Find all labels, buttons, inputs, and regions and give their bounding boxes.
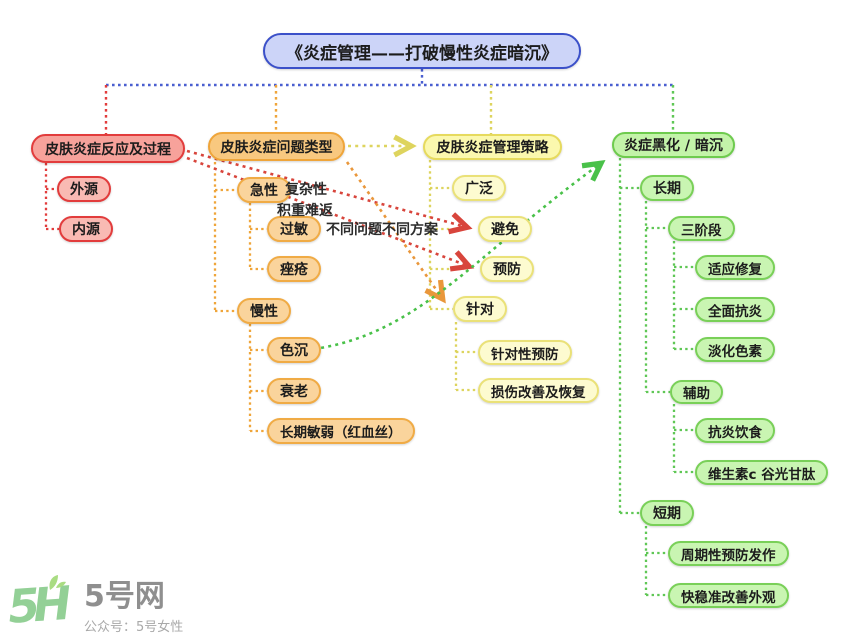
node-chronic[interactable]: 慢性 (237, 298, 291, 324)
node-management-strategy[interactable]: 皮肤炎症管理策略 (423, 134, 562, 160)
node-allergy[interactable]: 过敏 (267, 216, 321, 242)
node-targeted[interactable]: 针对 (453, 296, 507, 322)
node-long-term-sensitivity[interactable]: 长期敏弱（红血丝） (267, 418, 415, 444)
node-skin-inflammation-process[interactable]: 皮肤炎症反应及过程 (31, 134, 185, 163)
branch-orange-connectors (213, 162, 267, 433)
node-fade-pigment[interactable]: 淡化色素 (695, 337, 775, 362)
annotation-hard-to-reverse: 积重难返 (277, 203, 333, 219)
branch-green-connectors (618, 158, 695, 597)
crosslink-process-to-avoid (186, 149, 473, 235)
site-name: 5号网 (84, 578, 165, 614)
crosslink-types-to-targeted (345, 161, 446, 304)
node-prevent[interactable]: 预防 (480, 256, 534, 282)
node-external-source[interactable]: 外源 (57, 176, 111, 202)
node-long-term[interactable]: 长期 (640, 175, 694, 201)
node-periodic-prevention[interactable]: 周期性预防发作 (668, 541, 789, 566)
leaf-icon (49, 575, 66, 590)
node-targeted-prevention[interactable]: 针对性预防 (478, 340, 572, 365)
node-problem-types[interactable]: 皮肤炎症问题类型 (208, 132, 345, 161)
node-full-anti-inflammation[interactable]: 全面抗炎 (695, 297, 775, 322)
annotation-different-solutions: 不同问题不同方案 (326, 222, 438, 238)
site-logo: 5H (6, 575, 70, 638)
node-broad[interactable]: 广泛 (452, 175, 506, 201)
node-damage-repair[interactable]: 损伤改善及恢复 (478, 378, 599, 403)
branch-red-connectors (44, 163, 59, 231)
node-inflammation-darkening[interactable]: 炎症黑化 / 暗沉 (612, 132, 735, 158)
node-quick-improvement[interactable]: 快稳准改善外观 (668, 583, 789, 608)
node-avoid[interactable]: 避免 (478, 216, 532, 242)
crosslink-pigment-to-darkening (313, 160, 606, 351)
node-vitamin-c-glutathione[interactable]: 维生素c 谷光甘肽 (695, 460, 829, 485)
watermark: 5H 5号网 公众号：5号女性 (6, 575, 183, 638)
root-connectors (106, 69, 673, 87)
node-aging[interactable]: 衰老 (267, 378, 321, 404)
node-pigmentation[interactable]: 色沉 (267, 337, 321, 363)
node-adaptive-repair[interactable]: 适应修复 (695, 255, 775, 280)
node-acne[interactable]: 痤疮 (267, 256, 321, 282)
node-auxiliary[interactable]: 辅助 (670, 380, 723, 404)
annotation-complexity: 复杂性 (285, 182, 327, 198)
node-acute[interactable]: 急性 (237, 177, 291, 203)
root-title-node[interactable]: 《炎症管理——打破慢性炎症暗沉》 (263, 33, 581, 69)
node-anti-inflammatory-diet[interactable]: 抗炎饮食 (695, 418, 775, 443)
node-internal-source[interactable]: 内源 (59, 216, 113, 242)
watermark-text: 5号网 公众号：5号女性 (84, 580, 183, 635)
node-short-term[interactable]: 短期 (640, 500, 694, 526)
site-subtitle: 公众号：5号女性 (84, 619, 184, 635)
node-three-stages[interactable]: 三阶段 (668, 216, 735, 241)
